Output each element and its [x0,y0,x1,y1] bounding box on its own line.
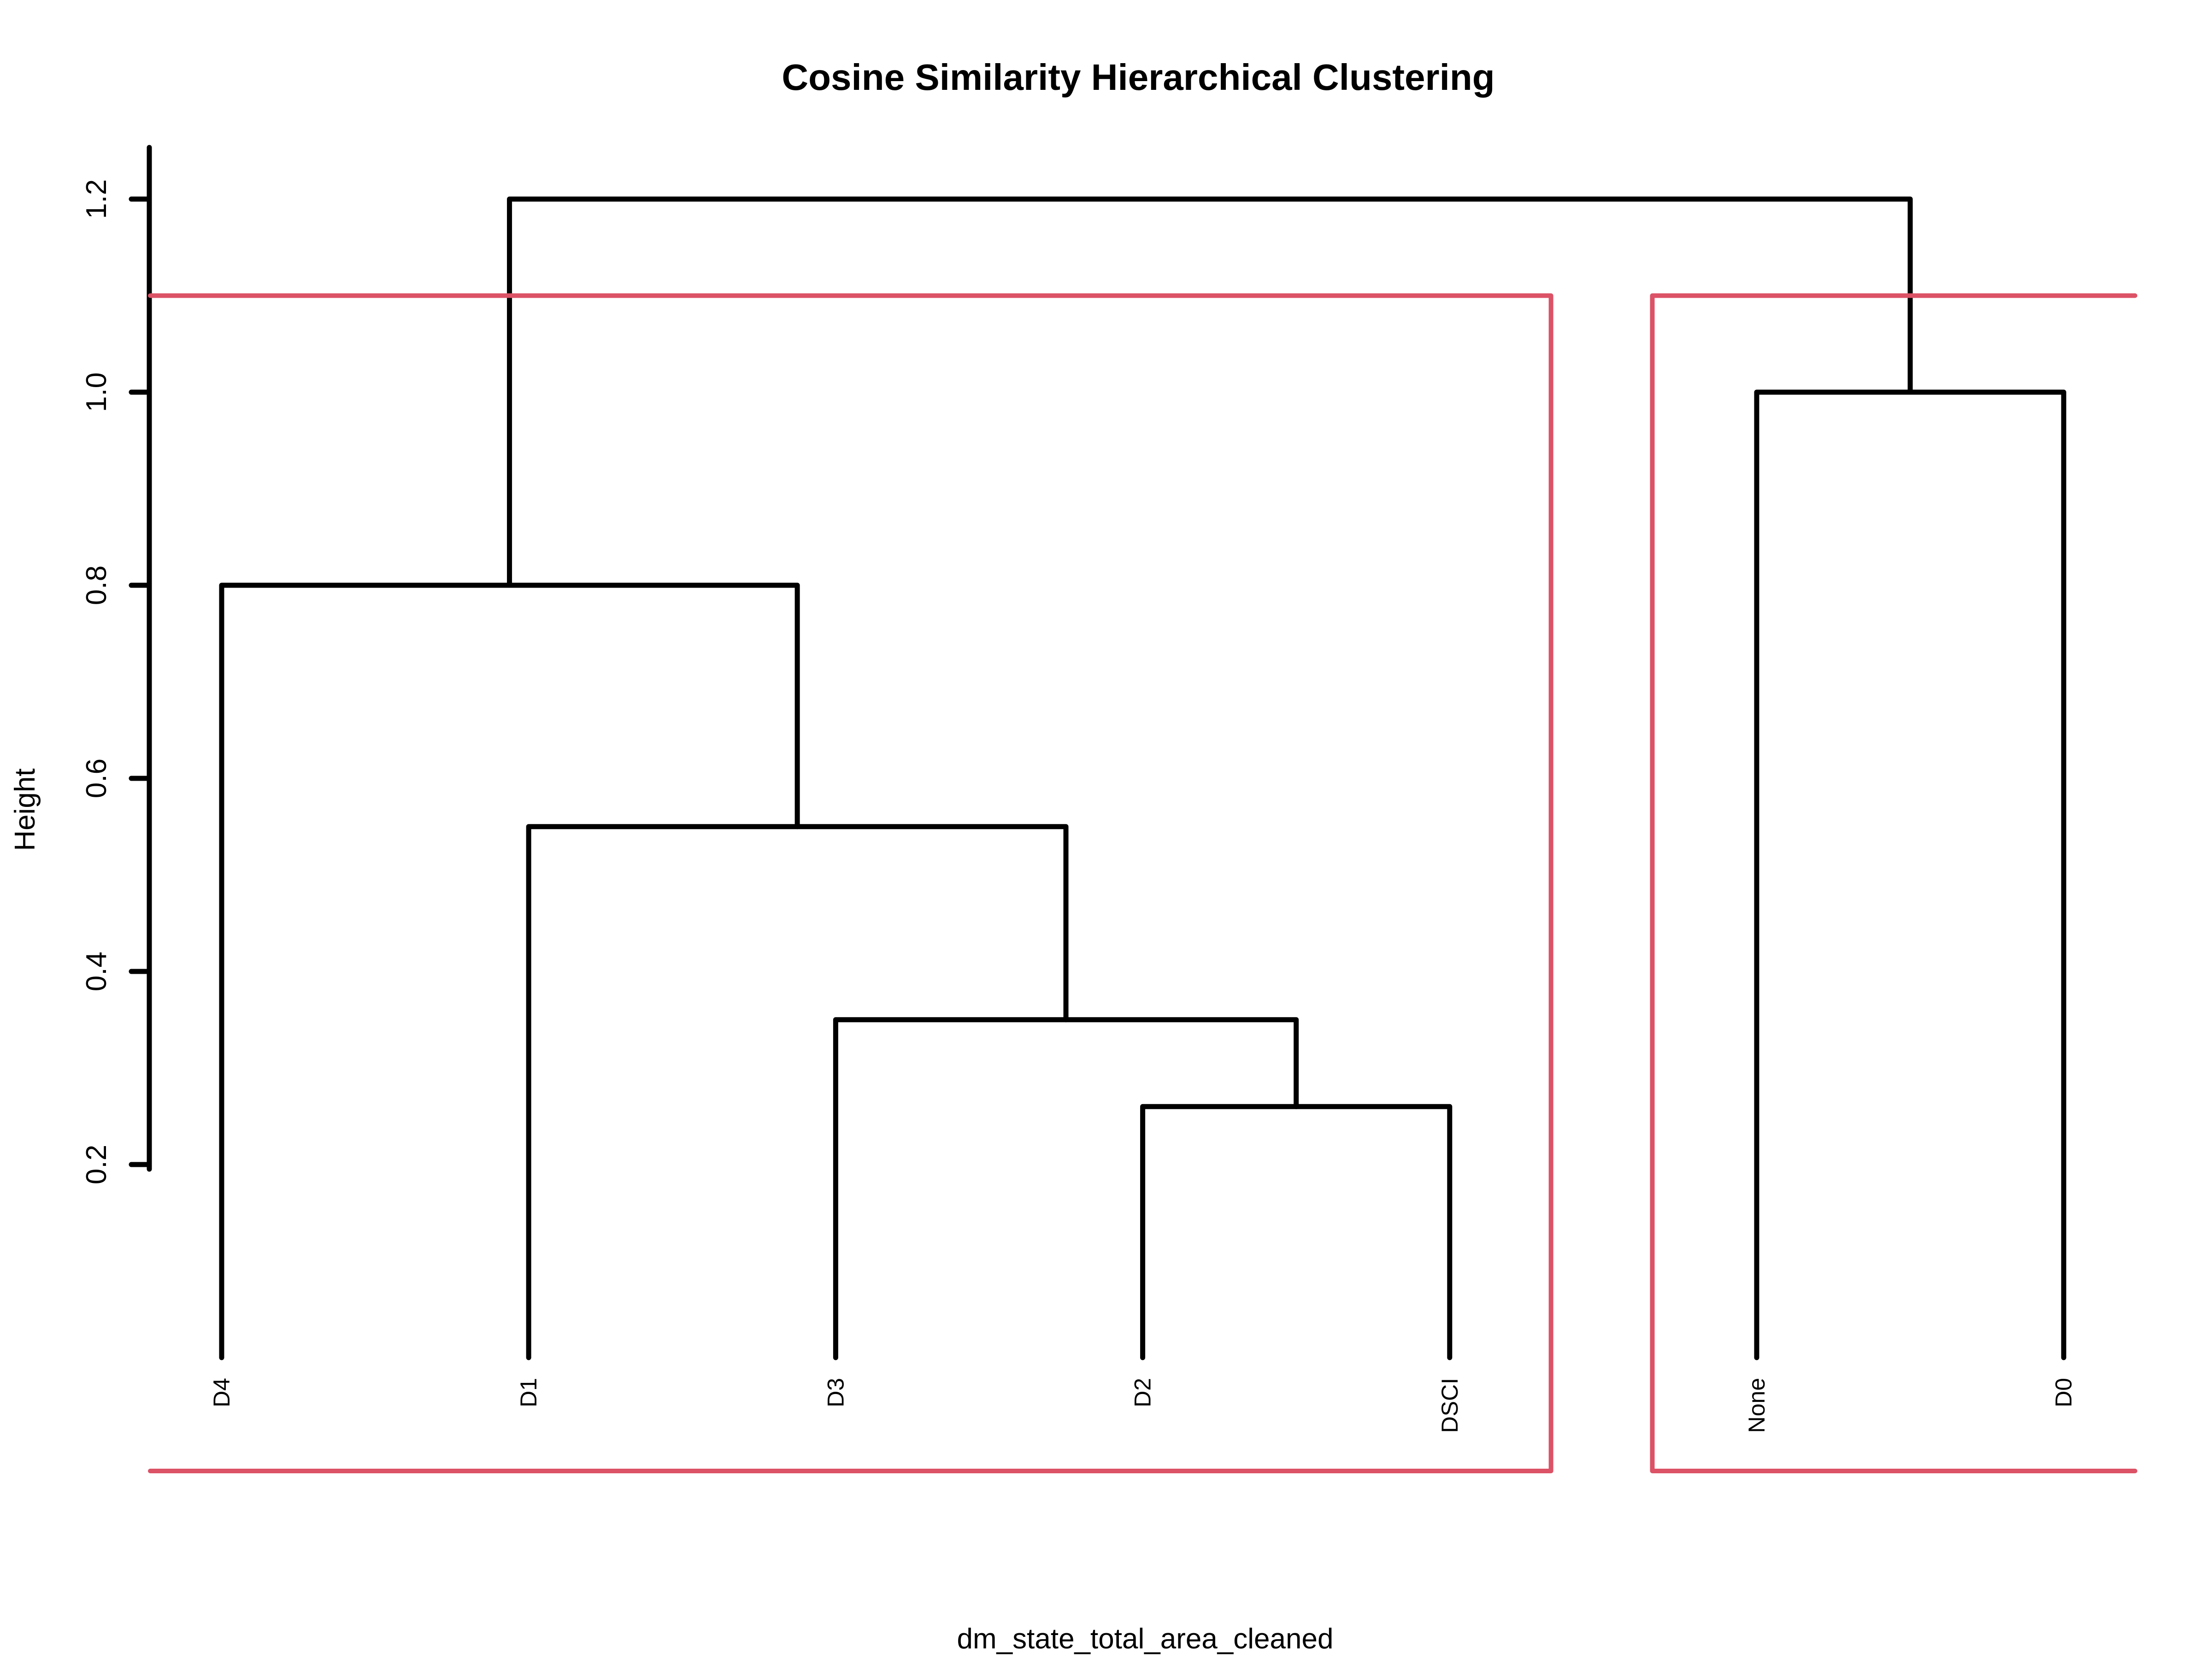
y-axis-tick-label: 0.8 [81,565,112,605]
x-axis-label: dm_state_total_area_cleaned [957,1623,1334,1655]
leaf-label: None [1744,1378,1770,1433]
y-axis-tick-label: 0.6 [81,759,112,798]
leaf-label: D2 [1130,1378,1156,1407]
cluster-box-1 [148,293,1553,1473]
chart-title: Cosine Similarity Hierarchical Clusterin… [782,57,1494,98]
merge-link [1140,1104,1453,1360]
merge-link [507,196,1913,588]
leaf-label: DSCI [1437,1378,1463,1433]
leaf-label: D1 [516,1378,541,1407]
leaf-labels: D4 D1 D3 D2 DSCI None D0 [209,1378,2077,1433]
merge-link [833,1017,1299,1360]
dendrogram-tree [219,196,2066,1360]
merge-link [526,824,1069,1360]
y-axis-tick-label: 0.4 [81,952,112,991]
y-axis-tick-label: 0.2 [81,1145,112,1184]
y-axis-label: Height [9,768,41,851]
leaf-label: D0 [2051,1378,2077,1407]
cluster-boxes [148,293,2137,1473]
cluster-box-2 [1650,293,2137,1473]
y-axis-tick-label: 1.0 [81,372,112,412]
y-axis: 1.2 1.0 0.8 0.6 0.4 0.2 [81,145,152,1184]
merge-link [1754,389,2066,1360]
merge-link [219,582,800,1360]
y-axis-tick-label: 1.2 [81,179,112,219]
leaf-label: D3 [823,1378,848,1407]
leaf-label: D4 [209,1378,235,1407]
